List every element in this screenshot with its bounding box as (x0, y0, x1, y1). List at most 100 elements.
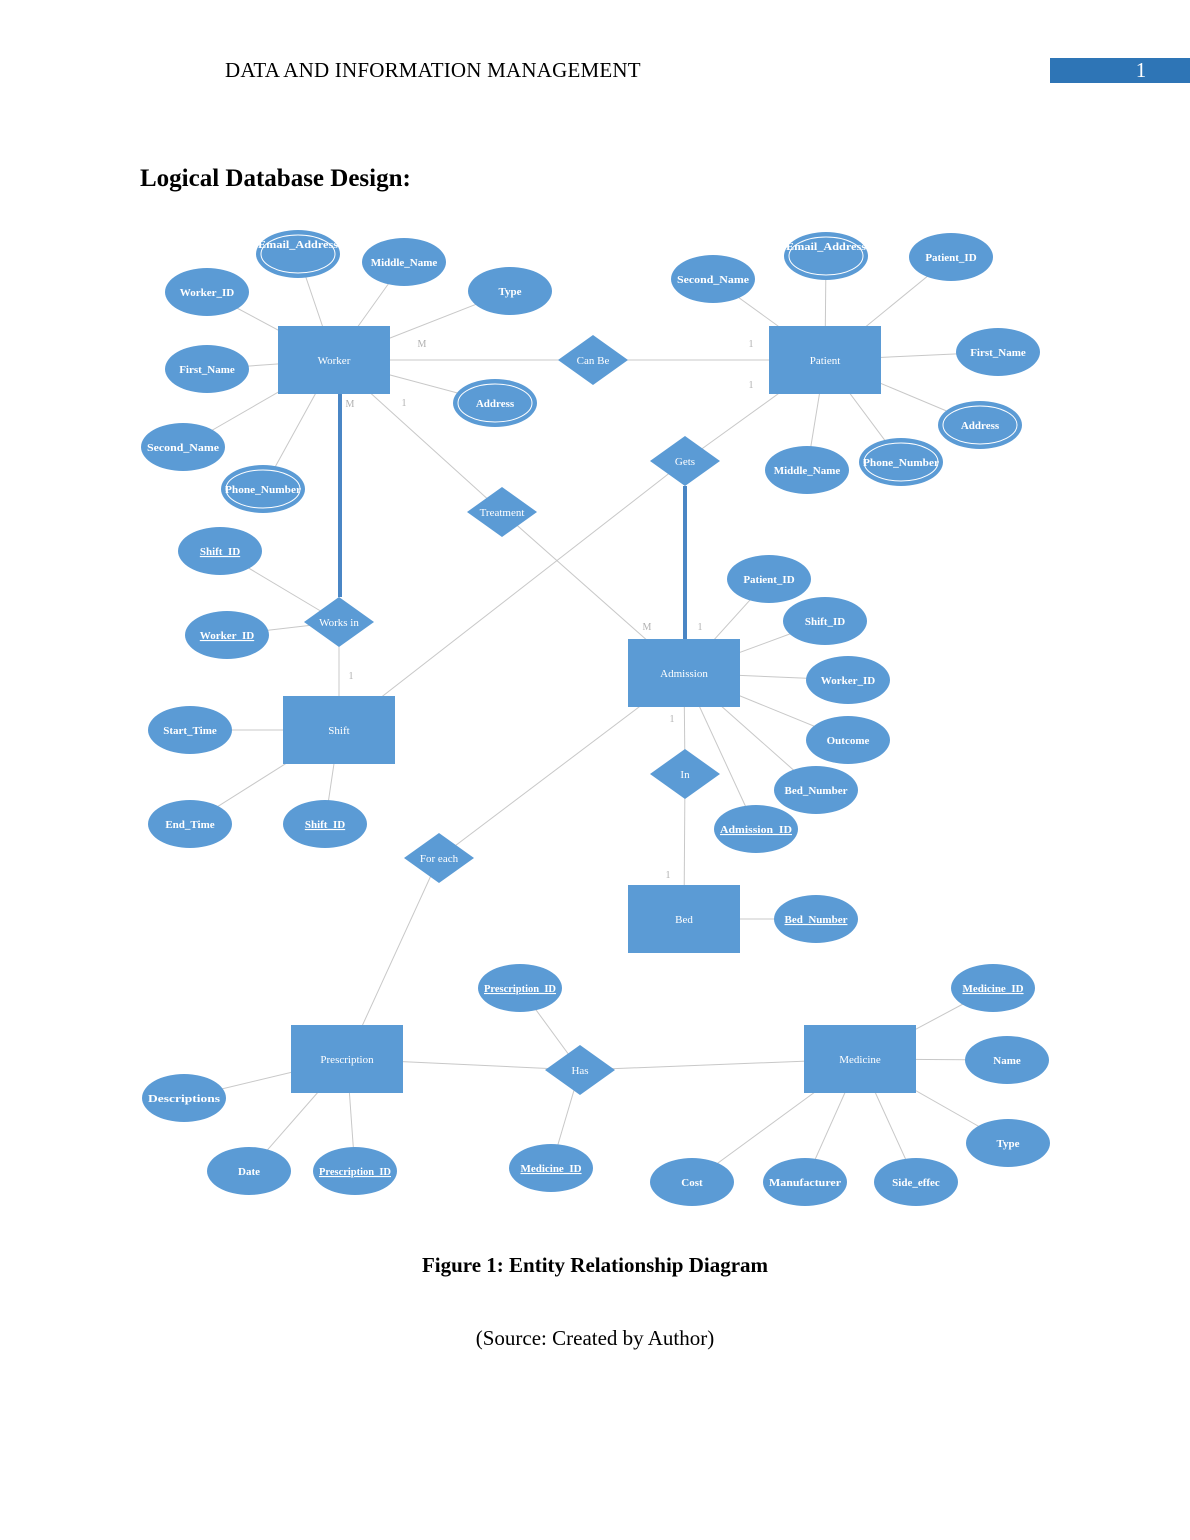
node-label: Can Be (577, 355, 610, 367)
attribute-end-time: End_Time (148, 800, 232, 848)
node-label: Prescription_ID (484, 983, 556, 995)
key-medicine-id: Medicine_ID (509, 1144, 593, 1192)
multivalued-inner-ellipse (788, 236, 864, 276)
node-label: Phone_Number (225, 484, 301, 496)
attribute-ellipse (909, 233, 993, 281)
attribute-ellipse (765, 446, 849, 494)
node-label: Shift_ID (805, 616, 845, 628)
relationship-diamond (467, 487, 537, 537)
attribute-ellipse (859, 438, 943, 486)
node-label: Worker_ID (180, 287, 234, 299)
attribute-ellipse (207, 1147, 291, 1195)
attribute-start-time: Start_Time (148, 706, 232, 754)
multivalued-address: Address (938, 401, 1022, 449)
node-label: Address (476, 398, 515, 410)
cardinality-label: 1 (749, 339, 754, 350)
multivalued-inner-ellipse (942, 405, 1018, 445)
multivalued-email-address: Email_Address (256, 230, 340, 278)
node-label: Middle_Name (371, 257, 438, 269)
node-label: Type (498, 286, 521, 298)
page-number-box: 1 (1050, 58, 1190, 83)
entity-box (804, 1025, 916, 1093)
attribute-bed-number: Bed_Number (774, 766, 858, 814)
attribute-ellipse (956, 328, 1040, 376)
node-label: Worker_ID (821, 675, 875, 687)
attribute-ellipse (453, 379, 537, 427)
node-label: Admission (660, 668, 708, 680)
attribute-ellipse (951, 964, 1035, 1012)
cardinality-label: 1 (749, 380, 754, 391)
node-label: Patient_ID (743, 574, 794, 586)
attribute-ellipse (806, 656, 890, 704)
relationship-diamond (404, 833, 474, 883)
multivalued-phone-number: Phone_Number (221, 465, 305, 513)
node-label: Cost (681, 1177, 703, 1189)
relationship-works-in: Works in (304, 597, 374, 647)
node-label: Side_effec (892, 1177, 940, 1189)
attribute-ellipse (283, 800, 367, 848)
attribute-ellipse (221, 465, 305, 513)
attribute-manufacturer: Manufacturer (763, 1158, 847, 1206)
node-label: Worker (318, 355, 351, 367)
cardinality-label: 1 (402, 398, 407, 409)
attribute-patient-id: Patient_ID (909, 233, 993, 281)
node-label: Second_Name (677, 274, 749, 286)
node-label: First_Name (970, 347, 1026, 359)
node-label: Patient (810, 355, 841, 367)
entity-bed: Bed (628, 885, 740, 953)
attribute-side-effec: Side_effec (874, 1158, 958, 1206)
attribute-ellipse (784, 232, 868, 280)
node-label: Bed_Number (785, 914, 848, 926)
attribute-ellipse (650, 1158, 734, 1206)
attribute-ellipse (478, 964, 562, 1012)
attribute-ellipse (165, 268, 249, 316)
attribute-ellipse (783, 597, 867, 645)
node-label: Address (961, 420, 1000, 432)
multivalued-address: Address (453, 379, 537, 427)
node-label: First_Name (179, 364, 235, 376)
attribute-ellipse (774, 895, 858, 943)
relationship-diamond (304, 597, 374, 647)
running-header-title: DATA AND INFORMATION MANAGEMENT (225, 58, 641, 82)
entity-box (283, 696, 395, 764)
cardinality-label: 1 (349, 671, 354, 682)
entity-worker: Worker (278, 326, 390, 394)
cardinality-label: M (346, 399, 355, 410)
entity-shift: Shift (283, 696, 395, 764)
key-worker-id: Worker_ID (185, 611, 269, 659)
entity-box (278, 326, 390, 394)
attribute-ellipse (874, 1158, 958, 1206)
multivalued-email-address: Email_Address (784, 232, 868, 280)
key-prescription-id: Prescription_ID (313, 1147, 397, 1195)
figure-caption: Figure 1: Entity Relationship Diagram (421, 1253, 769, 1277)
node-label: Type (996, 1138, 1019, 1150)
attribute-middle-name: Middle_Name (765, 446, 849, 494)
node-label: Prescription_ID (319, 1166, 391, 1178)
node-label: Email_Address (786, 241, 867, 253)
node-label: Outcome (827, 735, 870, 747)
entity-box (628, 885, 740, 953)
attribute-second-name: Second_Name (141, 423, 225, 471)
node-label: Bed (675, 914, 693, 926)
cardinality-label: M (418, 339, 427, 350)
relationship-has: Has (545, 1045, 615, 1095)
node-label: Name (993, 1055, 1021, 1067)
attribute-middle-name: Middle_Name (362, 238, 446, 286)
node-label: Works in (319, 617, 359, 629)
attribute-type: Type (468, 267, 552, 315)
attribute-shift-id: Shift_ID (783, 597, 867, 645)
node-label: Worker_ID (200, 630, 254, 642)
entity-admission: Admission (628, 639, 740, 707)
attribute-ellipse (774, 766, 858, 814)
node-label: In (680, 769, 690, 781)
cardinality-label: 1 (698, 622, 703, 633)
attribute-ellipse (141, 423, 225, 471)
cardinality-label: M (643, 622, 652, 633)
multivalued-inner-ellipse (260, 234, 336, 274)
key-shift-id: Shift_ID (283, 800, 367, 848)
multivalued-phone-number: Phone_Number (859, 438, 943, 486)
attribute-ellipse (763, 1158, 847, 1206)
relationship-diamond (650, 749, 720, 799)
node-label: Has (571, 1065, 588, 1077)
relationship-for-each: For each (404, 833, 474, 883)
